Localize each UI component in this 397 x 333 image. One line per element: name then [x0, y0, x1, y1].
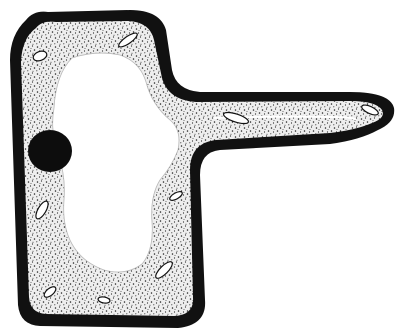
nucleus: [28, 130, 72, 172]
